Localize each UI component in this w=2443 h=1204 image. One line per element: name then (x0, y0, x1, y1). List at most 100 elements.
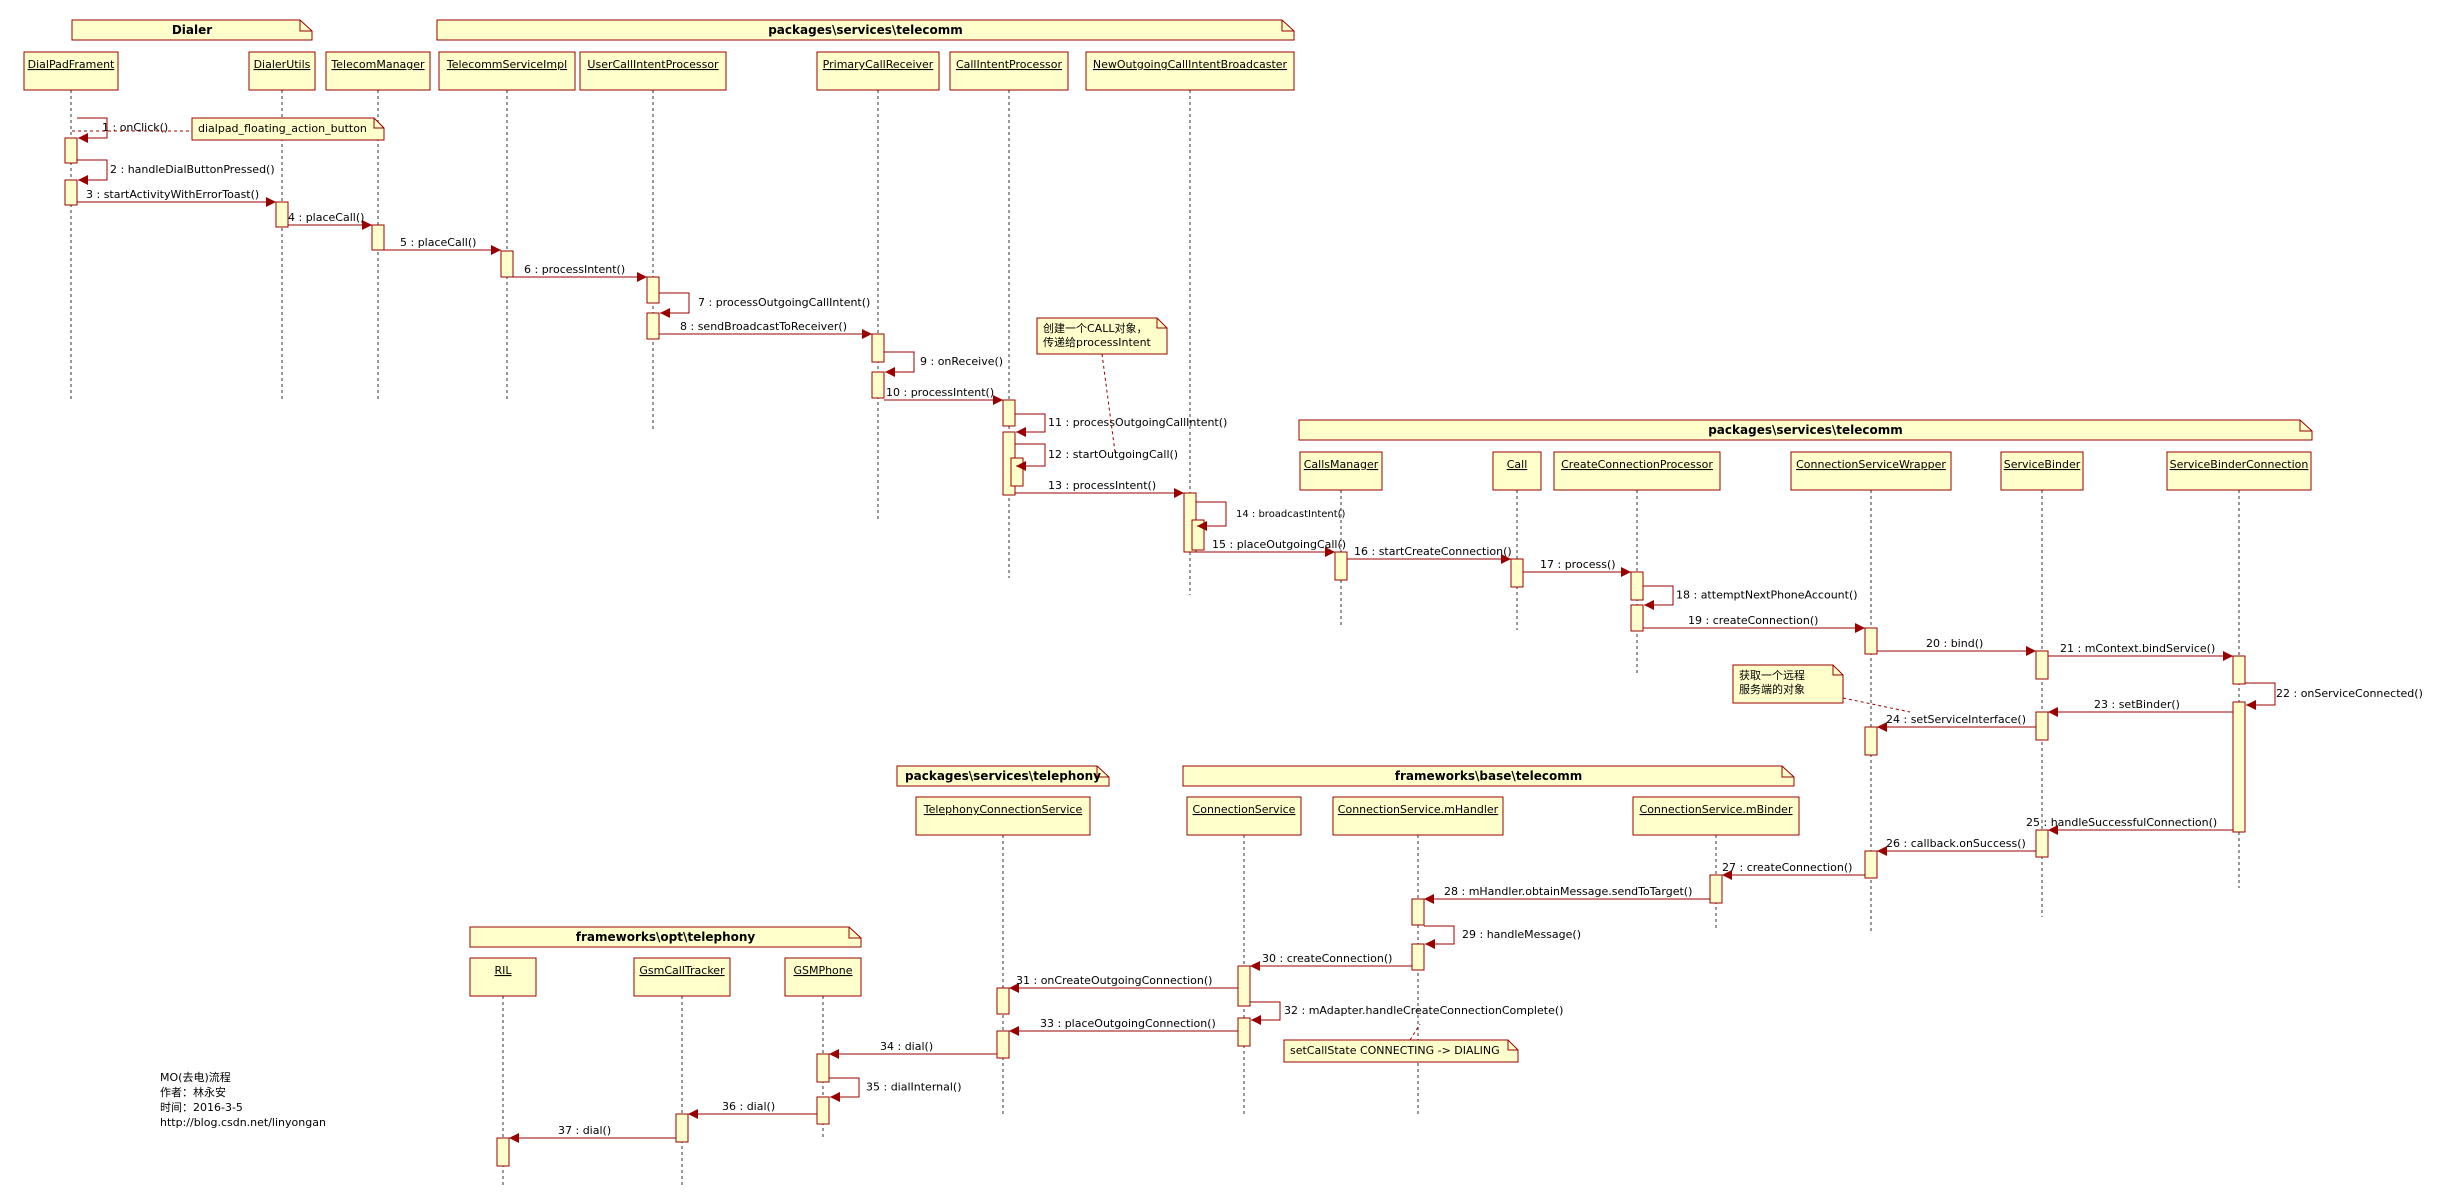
message-label: 37 : dial() (558, 1124, 611, 1137)
lifeline-box-ConnectionService (1186, 796, 1302, 836)
package-frame-pkg5 (1182, 765, 1795, 787)
lifeline-box-TelephonyConnectionService (915, 796, 1091, 836)
note-box-n1 (191, 117, 385, 141)
lifeline-box-ConnectionServiceWrapper (1790, 451, 1952, 491)
message-arrow-m1 (77, 117, 108, 143)
lifeline-label: DialPadFrament (28, 58, 115, 71)
credits-title: MO(去电)流程 (160, 1071, 231, 1084)
message-label: 35 : dialInternal() (866, 1081, 962, 1094)
activation-bar (1864, 726, 1878, 756)
message-label: 11 : processOutgoingCallIntent() (1048, 416, 1227, 429)
lifeline-label: TelecomManager (330, 58, 425, 71)
package-label: Dialer (172, 23, 212, 37)
message-label: 18 : attemptNextPhoneAccount() (1676, 589, 1858, 602)
message-label: 34 : dial() (880, 1040, 933, 1053)
lifeline-label: GSMPhone (793, 964, 852, 977)
message-arrow-m29 (1424, 925, 1455, 949)
message-label: 16 : startCreateConnection() (1354, 545, 1512, 558)
message-label: 19 : createConnection() (1688, 614, 1818, 627)
activation-bar (871, 333, 885, 363)
activation-bar (2232, 655, 2246, 685)
message-label: 1 : onClick() (102, 121, 168, 134)
note-link (1409, 1023, 1421, 1041)
activation-bar (1002, 399, 1016, 427)
message-label: 12 : startOutgoingCall() (1048, 448, 1178, 461)
note-box-n3 (1732, 664, 1844, 704)
activation-bar (871, 371, 885, 399)
lifeline-label: Call (1507, 458, 1528, 471)
message-label: 23 : setBinder() (2094, 698, 2180, 711)
message-label: 24 : setServiceInterface() (1886, 713, 2026, 726)
note-text: 传递给processIntent (1043, 335, 1152, 349)
lifeline-label: ConnectionServiceWrapper (1796, 458, 1946, 471)
activation-bar (2035, 829, 2049, 858)
activation-bar (500, 250, 514, 278)
message-label: 29 : handleMessage() (1462, 928, 1581, 941)
activation-bar (1191, 519, 1205, 551)
credits-author: 作者：林永安 (160, 1086, 226, 1099)
lifeline-box-CallIntentProcessor (949, 51, 1069, 91)
lifeline-label: ConnectionService.mBinder (1640, 803, 1793, 816)
activation-bar (1334, 551, 1348, 581)
lifeline-box-CallsManager (1299, 451, 1383, 491)
lifeline-box-DialPadFrament (23, 51, 119, 91)
package-label: packages\services\telephony (905, 769, 1101, 783)
activation-bar (371, 224, 385, 251)
activation-bar (816, 1096, 830, 1125)
message-label: 28 : mHandler.obtainMessage.sendToTarget… (1444, 885, 1692, 898)
activation-bar (1237, 965, 1251, 1007)
activation-bar (646, 276, 660, 304)
lifeline-label: PrimaryCallReceiver (823, 58, 934, 71)
package-frame-pkg1 (71, 19, 313, 41)
message-label: 7 : processOutgoingCallIntent() (698, 296, 870, 309)
lifeline-box-ServiceBinder (2000, 451, 2084, 491)
message-arrow-m7 (659, 292, 690, 318)
package-frame-pkg6 (469, 926, 862, 948)
lifeline-box-GSMPhone (784, 957, 862, 997)
credits-block: MO(去电)流程 作者：林永安 时间：2016-3-5 http://blog.… (160, 1070, 326, 1130)
lifeline-label: CallsManager (1304, 458, 1379, 471)
lifeline-box-UserCallIntentProcessor (579, 51, 727, 91)
lifeline-box-DialerUtils (248, 51, 316, 91)
message-label: 20 : bind() (1926, 637, 1983, 650)
note-text: 获取一个远程 (1739, 669, 1805, 682)
activation-bar (1709, 874, 1723, 904)
lifeline-box-ConnectionService_mHandler (1332, 796, 1504, 836)
lifeline-label: CallIntentProcessor (956, 58, 1063, 71)
activation-bar (1630, 571, 1644, 601)
package-label: packages\services\telecomm (1708, 423, 1903, 437)
note-box-n4 (1283, 1039, 1519, 1063)
lifeline-box-NewOutgoingCallIntentBroadcaster (1085, 51, 1295, 91)
lifeline-box-TelecommServiceImpl (438, 51, 576, 91)
activation-bar (64, 179, 78, 206)
package-label: frameworks\opt\telephony (576, 930, 756, 944)
message-arrow-m14 (1196, 501, 1227, 531)
package-label: frameworks\base\telecomm (1395, 769, 1582, 783)
lifeline-label: NewOutgoingCallIntentBroadcaster (1093, 58, 1288, 71)
note-box-n2 (1036, 317, 1168, 355)
activation-bar (64, 137, 78, 164)
message-label: 5 : placeCall() (400, 236, 476, 249)
message-label: 21 : mContext.bindService() (2060, 642, 2215, 655)
message-arrow-m9 (884, 351, 915, 377)
note-link (1101, 353, 1116, 453)
lifeline-box-ServiceBinderConnection (2166, 451, 2312, 491)
message-label: 8 : sendBroadcastToReceiver() (680, 320, 847, 333)
message-label: 9 : onReceive() (920, 355, 1003, 368)
lifeline-label: ServiceBinderConnection (2170, 458, 2309, 471)
message-label: 33 : placeOutgoingConnection() (1040, 1017, 1216, 1030)
lifeline-label: UserCallIntentProcessor (587, 58, 719, 71)
message-label: 36 : dial() (722, 1100, 775, 1113)
message-arrow-m2 (77, 159, 108, 185)
lifeline-label: DialerUtils (254, 58, 311, 71)
message-arrow-m18 (1643, 585, 1674, 610)
package-frame-pkg2 (436, 19, 1295, 41)
activation-bar (1864, 850, 1878, 879)
lifeline-label: ConnectionService (1193, 803, 1296, 816)
activation-bar (496, 1137, 510, 1167)
activation-bar (646, 312, 660, 340)
lifeline-label: CreateConnectionProcessor (1561, 458, 1713, 471)
activation-bar (1864, 627, 1878, 655)
